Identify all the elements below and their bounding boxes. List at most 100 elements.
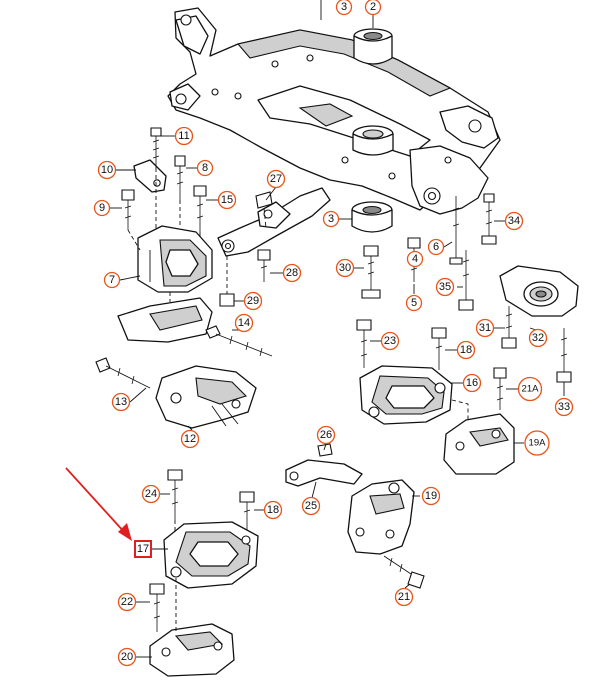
callout-28-label: 28	[286, 267, 298, 279]
callout-28: 28	[282, 263, 302, 283]
callout-26: 26	[316, 425, 336, 445]
bolt-21A	[493, 367, 507, 410]
callout-30: 30	[335, 258, 355, 278]
mount-32	[499, 265, 579, 317]
callout-8: 8	[196, 159, 214, 177]
bolt-13	[95, 357, 151, 389]
mount-7	[137, 225, 213, 293]
callout-19: 19	[421, 486, 441, 506]
callout-3-mid-label: 3	[328, 213, 334, 225]
callout-27-label: 27	[270, 173, 282, 185]
callout-8-label: 8	[202, 162, 208, 174]
bolt-33	[556, 328, 572, 383]
callout-15-label: 15	[221, 194, 233, 206]
callout-30-label: 30	[339, 262, 351, 274]
callout-18-lower: 18	[263, 500, 283, 520]
highlight-annotation	[65, 467, 152, 558]
subframe	[167, 7, 501, 215]
callout-22-label: 22	[121, 596, 133, 608]
bush-3-lower	[351, 201, 393, 233]
bolt-31	[501, 306, 517, 349]
callout-4: 4	[406, 250, 424, 268]
bolt-6	[449, 196, 463, 265]
callout-27: 27	[266, 169, 286, 189]
callout-10-label: 10	[101, 164, 113, 176]
callout-7-label: 7	[109, 274, 115, 286]
callout-29: 29	[243, 291, 263, 311]
bolt-27	[255, 191, 273, 229]
callout-9: 9	[93, 199, 111, 217]
bolt-22	[149, 583, 165, 632]
bracket-19A	[443, 413, 515, 475]
callout-19A-label: 19A	[529, 438, 547, 449]
bolt-8	[174, 155, 186, 200]
callout-33: 33	[554, 397, 574, 417]
callout-7: 7	[103, 271, 121, 289]
callout-15: 15	[217, 190, 237, 210]
callout-3-top: 3	[335, 0, 353, 16]
bracket-10	[133, 159, 167, 193]
callout-35-label: 35	[439, 281, 451, 293]
highlight-box-17	[134, 540, 152, 558]
bolt-34	[481, 193, 497, 245]
bracket-20	[149, 623, 235, 677]
callout-13-label: 13	[115, 396, 127, 408]
callout-35: 35	[435, 277, 455, 297]
callout-34: 34	[504, 211, 524, 231]
callout-6-label: 6	[433, 241, 439, 253]
callout-23: 23	[380, 331, 400, 351]
torque-rod-4	[217, 187, 331, 257]
bolt-35	[458, 250, 474, 311]
callout-14: 14	[234, 313, 254, 333]
callout-17: 17	[137, 543, 149, 555]
highlight-arrow-line	[65, 467, 127, 535]
callout-13: 13	[111, 392, 131, 412]
bolt-18-upper	[431, 327, 447, 370]
callout-14-label: 14	[238, 317, 250, 329]
callout-33-label: 33	[558, 401, 570, 413]
callout-25-label: 25	[305, 500, 317, 512]
callout-16: 16	[462, 373, 482, 393]
callout-31-label: 31	[479, 322, 491, 334]
callout-6: 6	[427, 238, 445, 256]
callout-31: 31	[475, 318, 495, 338]
callout-26-label: 26	[320, 429, 332, 441]
callout-21: 21	[394, 587, 414, 607]
callout-2: 2	[364, 0, 382, 16]
callout-21A-label: 21A	[522, 384, 540, 395]
callout-19-label: 19	[425, 490, 437, 502]
callout-24: 24	[141, 484, 161, 504]
callout-5: 5	[405, 294, 423, 312]
bolt-29	[219, 256, 235, 307]
callout-20: 20	[117, 647, 137, 667]
callout-21-label: 21	[398, 591, 410, 603]
callout-4-label: 4	[412, 253, 418, 265]
bracket-12	[155, 365, 257, 429]
callout-20-label: 20	[121, 651, 133, 663]
callout-11: 11	[174, 126, 194, 146]
callout-10: 10	[97, 160, 117, 180]
callout-18-upper-label: 18	[460, 344, 472, 356]
callout-5-label: 5	[411, 297, 417, 309]
mount-16	[359, 365, 453, 425]
callout-21A: 21A	[517, 376, 543, 402]
bolt-18-lower	[239, 491, 255, 530]
callout-29-label: 29	[247, 295, 259, 307]
bolt-9	[121, 189, 135, 230]
leader-lines	[110, 0, 565, 658]
bolt-21	[383, 555, 425, 589]
callout-9-label: 9	[99, 202, 105, 214]
callout-18-lower-label: 18	[267, 504, 279, 516]
callout-12-label: 12	[184, 433, 196, 445]
callout-3-top-label: 3	[341, 1, 347, 13]
callout-3-mid: 3	[322, 210, 340, 228]
mount-17	[163, 521, 259, 589]
bolt-24	[167, 469, 183, 520]
callout-23-label: 23	[384, 335, 396, 347]
bracket-25	[285, 443, 363, 487]
callout-2-label: 2	[370, 1, 376, 13]
bolt-15	[193, 185, 207, 232]
bolt-23	[356, 319, 372, 368]
callouts: 3 2 11 10 8 9 15 27 3 34 6 7 28 30 4 29 …	[93, 0, 574, 667]
